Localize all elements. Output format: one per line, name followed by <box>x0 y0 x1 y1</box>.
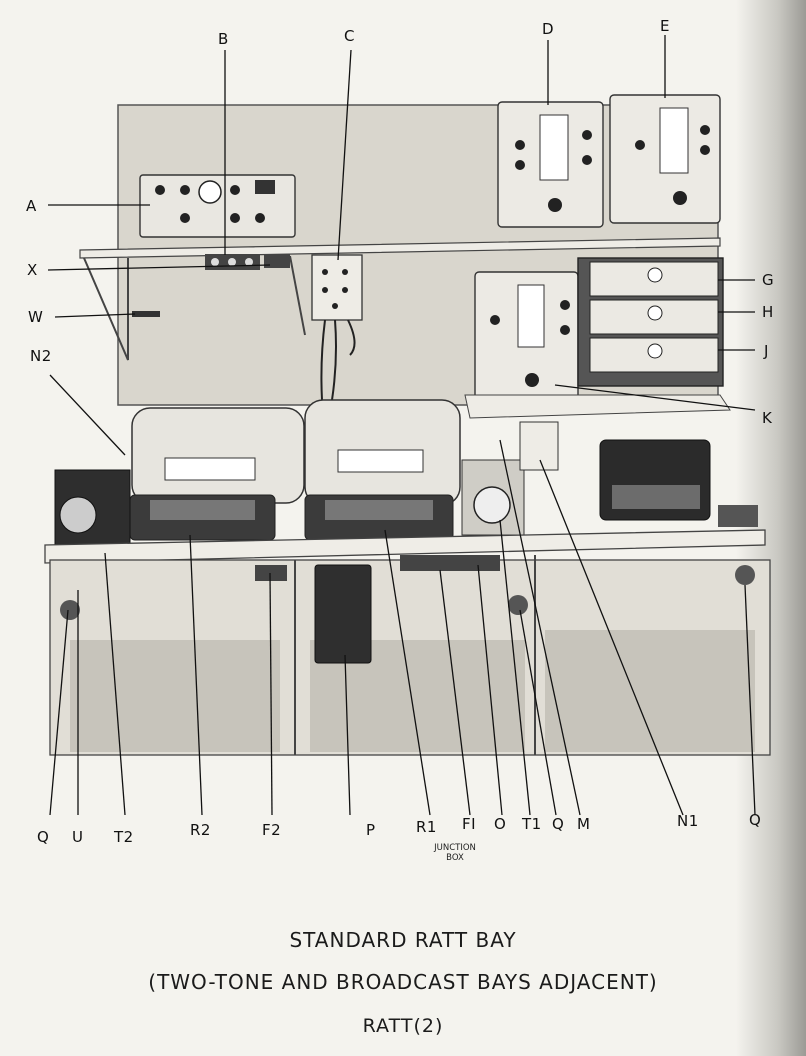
callout-e: E <box>660 17 670 35</box>
unit-e-transmitter <box>609 94 721 224</box>
callout-f1: FI <box>462 815 477 833</box>
unit-d-transmitter <box>497 101 604 228</box>
unit-c-box <box>311 254 363 401</box>
typewriter <box>599 439 711 521</box>
unit-o-t1 <box>461 459 525 536</box>
callout-r1: R1 <box>416 818 437 836</box>
junction-box-label: JUNCTION BOX <box>405 843 505 863</box>
unit-x-panel <box>264 254 290 268</box>
unit-p <box>314 564 372 664</box>
unit-n1 <box>519 421 559 471</box>
callout-q-right: Q <box>749 811 762 829</box>
callout-n1: N1 <box>677 812 699 830</box>
junction-box-panel <box>400 555 500 571</box>
callout-a: A <box>26 197 37 215</box>
unit-a-receiver <box>139 174 296 238</box>
page-edge-shadow <box>736 0 806 1056</box>
callout-b: B <box>218 30 229 48</box>
callout-t2: T2 <box>114 828 134 846</box>
unit-w-strip <box>132 311 160 317</box>
socket-q-left <box>60 600 80 620</box>
callout-q-left: Q <box>37 828 50 846</box>
callout-o: O <box>494 815 507 833</box>
callout-w: W <box>28 308 44 326</box>
socket-q-right <box>735 565 755 585</box>
lower-shelf <box>464 394 731 419</box>
callout-q-middle: Q <box>552 815 565 833</box>
caption-code: RATT(2) <box>362 1015 444 1037</box>
shelf-bracket-left <box>83 257 129 361</box>
callout-u: U <box>72 828 84 846</box>
callout-f2: F2 <box>262 821 282 839</box>
upper-shelf <box>79 237 721 259</box>
morse-key <box>718 505 758 527</box>
callout-k: K <box>762 409 773 427</box>
junction-box-label-line1: JUNCTION <box>434 843 476 853</box>
caption-subtitle: (TWO-TONE AND BROADCAST BAYS ADJACENT) <box>148 970 658 994</box>
desk-top <box>44 529 766 564</box>
socket-q-middle <box>508 595 528 615</box>
callout-d: D <box>542 20 555 38</box>
callout-t1: T1 <box>522 815 542 833</box>
units-g-h-j-rack <box>577 257 724 387</box>
caption-title: STANDARD RATT BAY <box>289 928 517 952</box>
unit-t2 <box>54 469 131 556</box>
leader-lines <box>47 35 756 816</box>
ratt-bay-illustration <box>44 35 771 816</box>
teleprinter-r2 <box>129 407 305 541</box>
callout-p: P <box>366 821 376 839</box>
callout-j: J <box>764 342 769 360</box>
callout-x: X <box>27 261 38 279</box>
teleprinter-r1 <box>304 399 461 541</box>
callout-n2: N2 <box>30 347 52 365</box>
callout-r2: R2 <box>190 821 211 839</box>
junction-box-label-line2: BOX <box>446 853 464 863</box>
callout-g: G <box>762 271 775 289</box>
callout-c: C <box>344 27 355 45</box>
callout-h: H <box>762 303 774 321</box>
unit-k-transmitter <box>474 271 579 401</box>
shelf-bracket-mid <box>289 255 306 336</box>
callout-m: M <box>577 815 591 833</box>
unit-f2 <box>255 565 287 581</box>
